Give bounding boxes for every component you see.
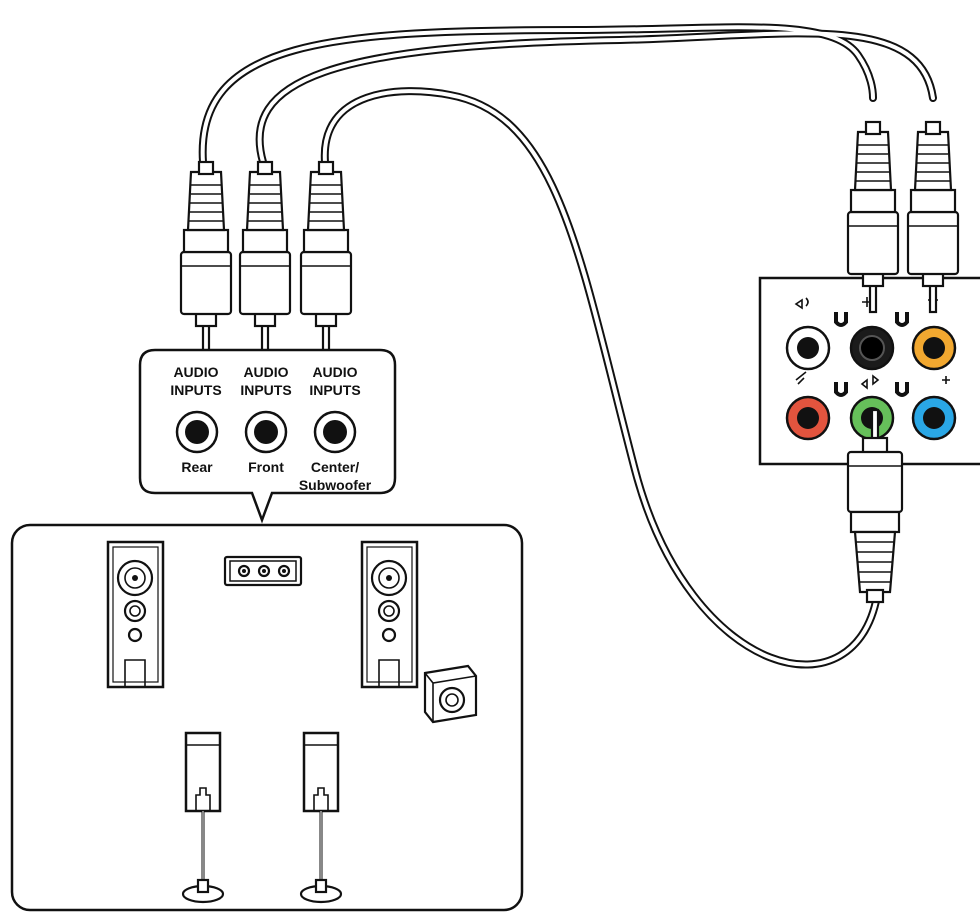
speaker-icon: [360, 540, 419, 689]
rear-label: Rear: [181, 459, 213, 475]
front-label: Front: [248, 459, 284, 475]
center-inputs-label: INPUTS: [309, 382, 360, 398]
speaker-icon: [181, 731, 225, 904]
jack-mic-in[interactable]: [785, 395, 831, 441]
rca-plug-icon: [179, 160, 233, 354]
front-inputs-label: INPUTS: [240, 382, 291, 398]
rca-plug-center[interactable]: [299, 160, 353, 354]
center-audio-label: AUDIO: [312, 364, 357, 380]
rear-left-speaker: [181, 731, 225, 904]
center-label: Center/: [311, 459, 359, 475]
jack-rear-out[interactable]: [849, 325, 895, 371]
subwoofer-label: Subwoofer: [299, 477, 372, 493]
rca-plug-icon: [299, 160, 353, 354]
rear-inputs-label: INPUTS: [170, 382, 221, 398]
rca-plug-rear[interactable]: [179, 160, 233, 354]
rca-plug-icon: [238, 160, 292, 354]
speaker-icon: [299, 731, 343, 904]
jack-line-in[interactable]: [911, 395, 957, 441]
input-center-subwoofer: AUDIO INPUTS Center/ Subwoofer: [299, 364, 372, 493]
subwoofer-icon: [423, 664, 478, 724]
connector-strip: [223, 555, 303, 587]
input-front: AUDIO INPUTS Front: [240, 364, 291, 475]
jack-center-sub[interactable]: [911, 325, 957, 371]
rca-plug-front[interactable]: [238, 160, 292, 354]
rear-right-speaker: [299, 731, 343, 904]
front-right-speaker: [360, 540, 419, 689]
front-left-speaker: [106, 540, 165, 689]
sound-card-panel: [758, 276, 980, 466]
rear-audio-label: AUDIO: [173, 364, 218, 380]
input-rear: AUDIO INPUTS Rear: [170, 364, 221, 475]
jack-side-out[interactable]: [785, 325, 831, 371]
speaker-icon: [106, 540, 165, 689]
subwoofer: [423, 664, 478, 724]
front-audio-label: AUDIO: [243, 364, 288, 380]
